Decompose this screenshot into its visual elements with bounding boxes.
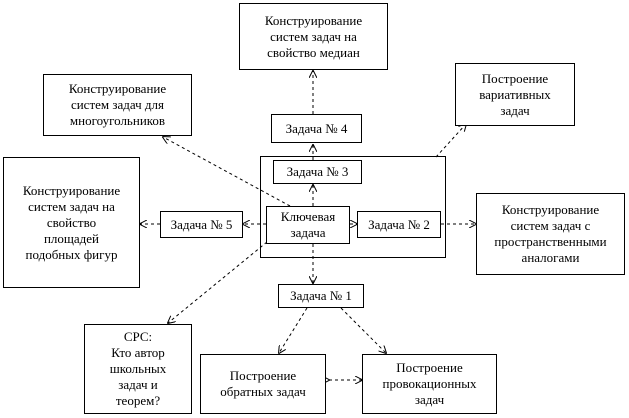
node-klyuchevaya-label: Ключевая задача bbox=[280, 209, 336, 240]
arrow-to-variativnye bbox=[435, 124, 466, 158]
central-group-frame bbox=[260, 156, 446, 258]
node-mnogougolniki: Конструирование систем задач для многоуг… bbox=[43, 74, 192, 136]
node-ploshchadi-label: Конструирование систем задач на свойство… bbox=[22, 182, 121, 262]
node-src-label: СРС: Кто автор школьных задач и теорем? bbox=[109, 329, 167, 408]
arrow-to-src bbox=[168, 241, 268, 323]
node-obratnye: Построение обратных задач bbox=[200, 354, 326, 414]
node-provokacionnye: Построение провокационных задач bbox=[362, 354, 497, 414]
node-zadacha1: Задача № 1 bbox=[278, 284, 364, 308]
arrow-to-mnogougolniki bbox=[163, 137, 291, 207]
node-mediany-label: Конструирование систем задач на свойство… bbox=[264, 12, 363, 60]
node-zadacha2: Задача № 2 bbox=[357, 211, 441, 238]
node-provokacionnye-label: Построение провокационных задач bbox=[382, 360, 477, 407]
node-obratnye-label: Построение обратных задач bbox=[220, 368, 306, 399]
arrow-to-obratnye bbox=[279, 307, 308, 353]
node-zadacha5-label: Задача № 5 bbox=[170, 216, 233, 232]
node-zadacha4: Задача № 4 bbox=[271, 114, 362, 143]
node-zadacha3-label: Задача № 3 bbox=[286, 164, 349, 179]
node-zadacha5: Задача № 5 bbox=[160, 211, 243, 238]
node-klyuchevaya: Ключевая задача bbox=[266, 206, 350, 244]
node-variativnye-label: Построение вариативных задач bbox=[479, 70, 551, 118]
node-zadacha3: Задача № 3 bbox=[273, 160, 362, 184]
node-variativnye: Построение вариативных задач bbox=[455, 63, 575, 126]
node-src: СРС: Кто автор школьных задач и теорем? bbox=[84, 324, 192, 414]
node-mnogougolniki-label: Конструирование систем задач для многоуг… bbox=[68, 81, 167, 128]
arrow-to-provokacionnye bbox=[340, 307, 386, 353]
node-zadacha4-label: Задача № 4 bbox=[285, 120, 348, 136]
node-zadacha1-label: Задача № 1 bbox=[290, 288, 352, 303]
node-prostranstvennye-label: Конструирование систем задач с пространс… bbox=[494, 202, 607, 265]
node-mediany: Конструирование систем задач на свойство… bbox=[239, 3, 388, 70]
node-ploshchadi: Конструирование систем задач на свойство… bbox=[3, 157, 140, 288]
node-prostranstvennye: Конструирование систем задач с пространс… bbox=[476, 193, 625, 275]
node-zadacha2-label: Задача № 2 bbox=[368, 216, 430, 232]
